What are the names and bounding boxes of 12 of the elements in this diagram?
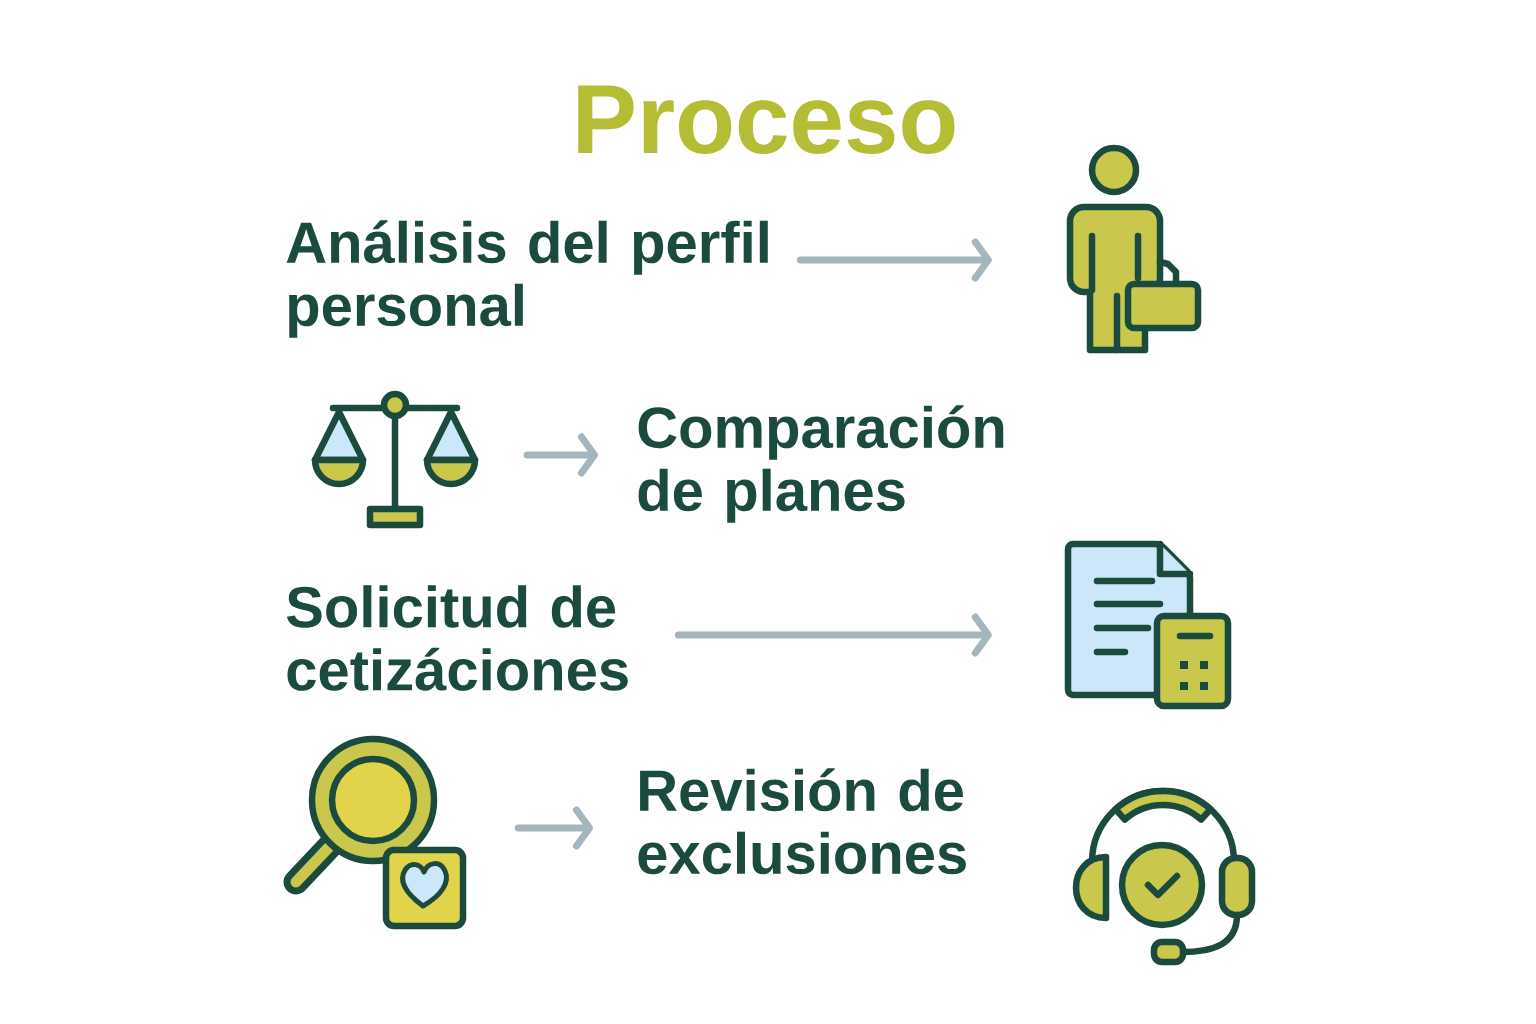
step-text: Comparación de planes	[638, 405, 1004, 523]
headset-icon	[1072, 787, 1256, 966]
document-calculator-icon	[1064, 540, 1232, 710]
arrow	[674, 613, 992, 657]
balance-scale-icon	[311, 390, 479, 529]
step-text: Solicitud de cetizáciones	[286, 585, 628, 691]
title: Proceso	[578, 85, 955, 154]
arrow	[796, 238, 992, 282]
businessperson-icon	[1066, 144, 1202, 354]
step-text: Análisis del perfil personal	[286, 220, 768, 338]
step-text: Revisión de exclusiones	[638, 768, 966, 875]
magnifier-heart-icon	[283, 735, 467, 930]
